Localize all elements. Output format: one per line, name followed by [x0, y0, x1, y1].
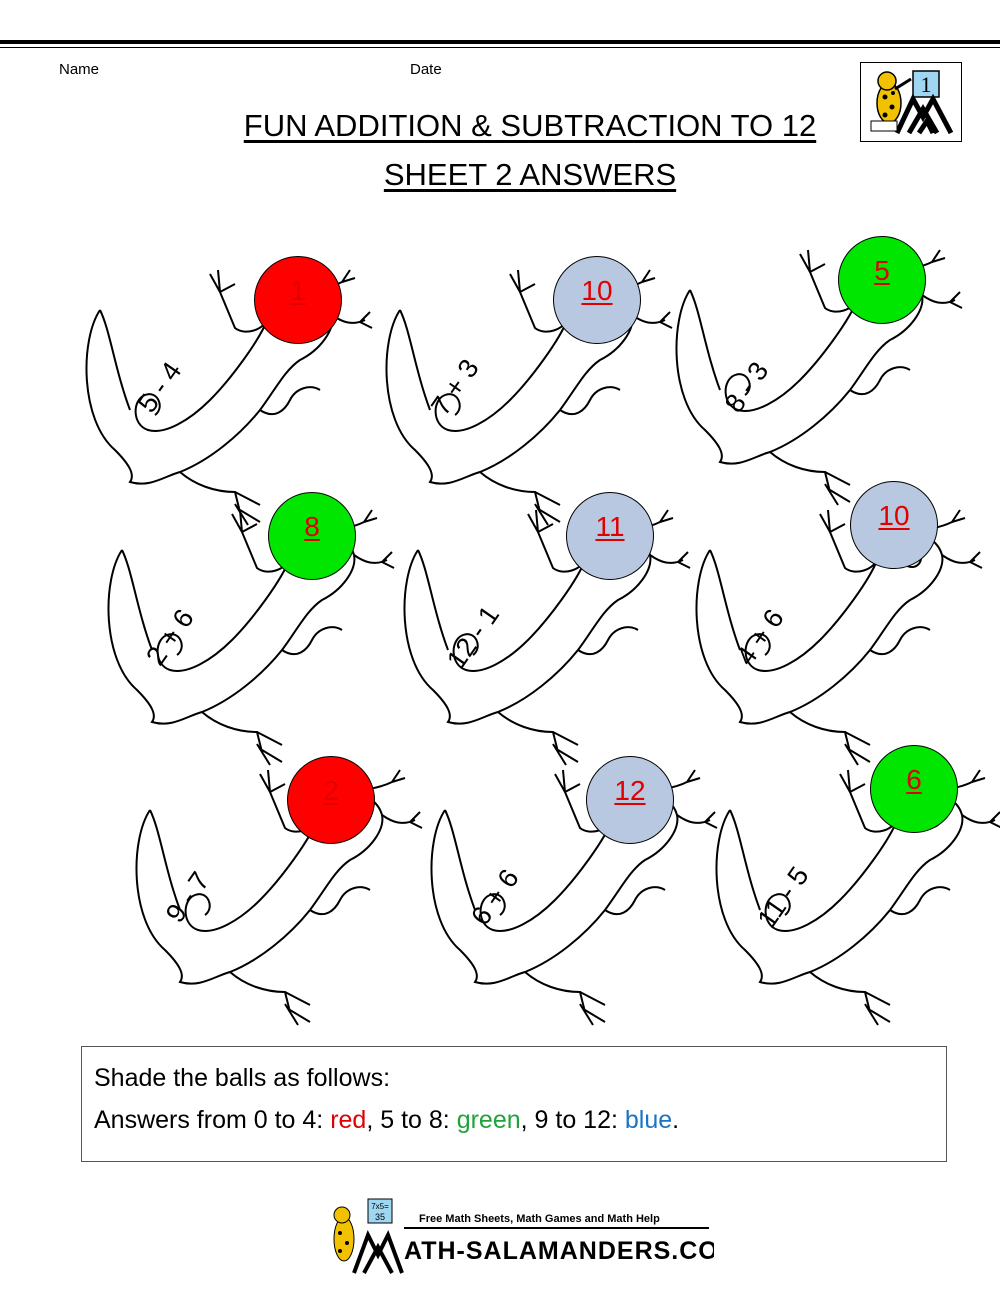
answer-ball[interactable]: 10 [553, 256, 641, 344]
salamander-icon [135, 769, 424, 1026]
answer-ball[interactable]: 6 [870, 745, 958, 833]
answer-value: 2 [323, 775, 339, 806]
answer-ball[interactable]: 10 [850, 481, 938, 569]
date-label: Date [410, 61, 442, 78]
answer-value: 10 [878, 500, 910, 531]
answer-ball[interactable]: 12 [586, 756, 674, 844]
instructions-box: Shade the balls as follows: Answers from… [81, 1046, 947, 1162]
instructions-line1: Shade the balls as follows: [94, 1064, 391, 1092]
legend-green: green [456, 1106, 521, 1134]
salamander-logo-icon: 1 [860, 62, 962, 142]
answer-ball[interactable]: 5 [838, 236, 926, 324]
answer-ball[interactable]: 2 [287, 756, 375, 844]
answer-value: 1 [290, 275, 306, 306]
top-rule-thin [0, 47, 1000, 48]
footer-site: ATH-SALAMANDERS.COM [404, 1237, 714, 1265]
answer-ball[interactable]: 8 [268, 492, 356, 580]
footer-logo: 7x5= 35 Free Math Sheets, Math Games and… [324, 1195, 740, 1275]
footer-badge-bottom: 35 [375, 1212, 385, 1222]
answer-ball[interactable]: 11 [566, 492, 654, 580]
salamander-card [120, 760, 424, 1026]
answer-value: 8 [304, 511, 320, 542]
answer-value: 10 [581, 275, 613, 306]
answer-value: 11 [595, 511, 625, 542]
name-label: Name [59, 61, 100, 78]
footer-badge-top: 7x5= [371, 1202, 389, 1211]
page-subtitle: SHEET 2 ANSWERS [383, 157, 677, 192]
answer-value: 6 [906, 764, 922, 795]
answer-value: 5 [874, 255, 890, 286]
footer-tagline: Free Math Sheets, Math Games and Math He… [419, 1213, 660, 1225]
legend-red: red [330, 1106, 367, 1134]
answer-ball[interactable]: 1 [254, 256, 342, 344]
instructions-line2: Answers from 0 to 4: red, 5 to 8: green,… [94, 1106, 680, 1134]
answer-value: 12 [614, 775, 646, 806]
top-rule [0, 40, 1000, 44]
legend-blue: blue [624, 1106, 673, 1134]
page-title: FUN ADDITION & SUBTRACTION TO 12 [243, 108, 817, 143]
grade-badge: 1 [921, 72, 932, 97]
